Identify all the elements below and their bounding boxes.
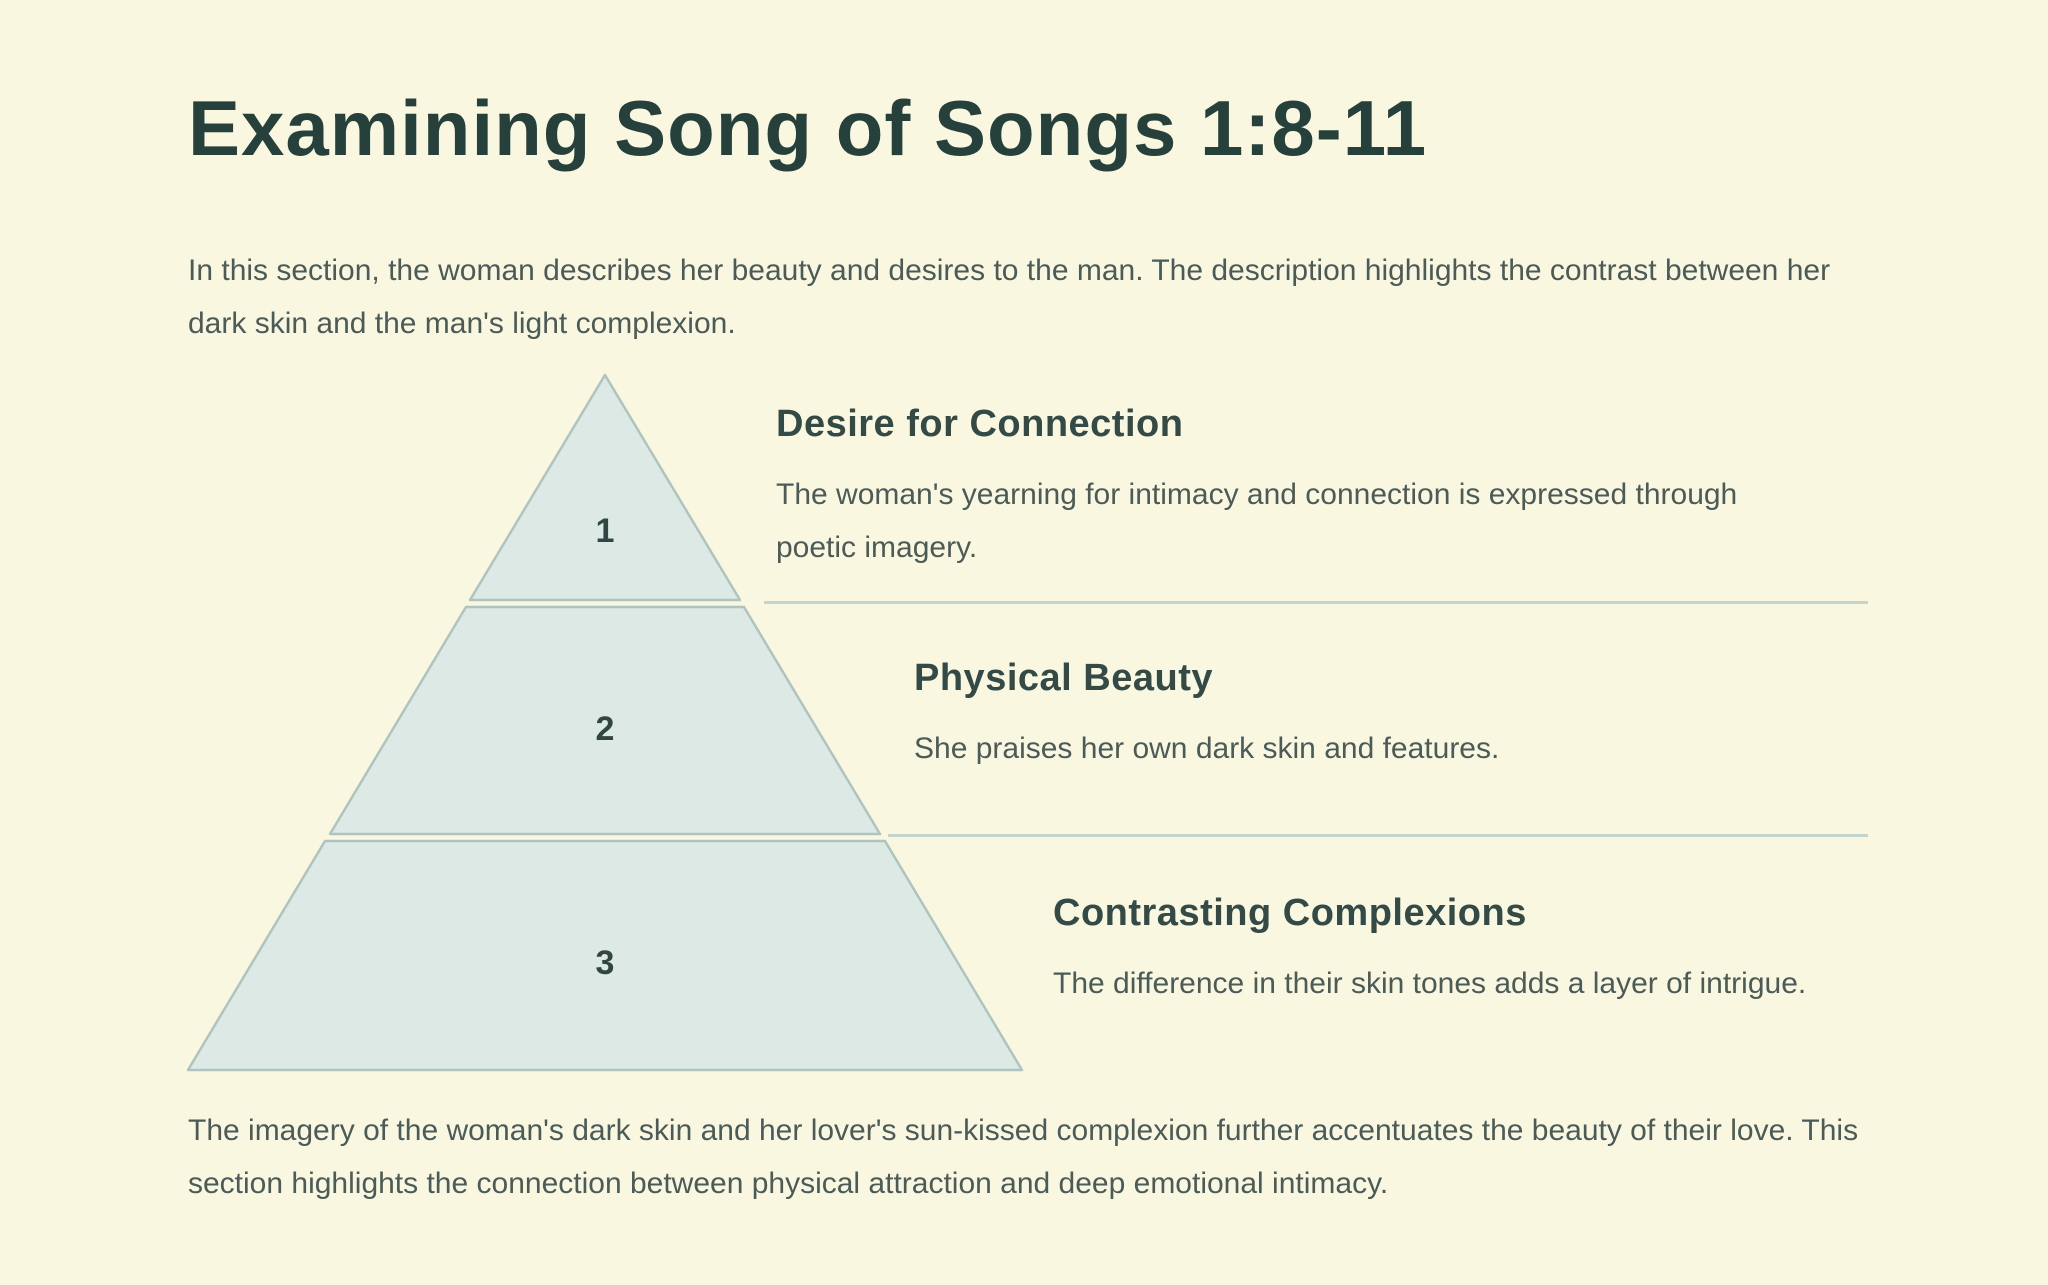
section-divider-1: [764, 601, 1868, 604]
pyramid-level-1-shape: [468, 373, 742, 602]
level-1-description: The woman's yearning for intimacy and co…: [776, 477, 1738, 564]
level-section-3: Contrasting Complexions The difference i…: [1053, 891, 2013, 1010]
page-title: Examining Song of Songs 1:8-11: [188, 84, 1428, 172]
pyramid-level-3-number: 3: [596, 944, 615, 982]
pyramid-level-2-shape: [328, 605, 882, 836]
level-3-description: The difference in their skin tones adds …: [1053, 966, 1807, 1000]
intro-paragraph: In this section, the woman describes her…: [188, 254, 1831, 340]
outro-paragraph: The imagery of the woman's dark skin and…: [188, 1114, 1859, 1200]
level-section-1: Desire for Connection The woman's yearni…: [776, 402, 1796, 574]
pyramid-level-1-number: 1: [596, 512, 615, 550]
level-2-title: Physical Beauty: [914, 657, 1213, 699]
section-divider-2: [888, 834, 1868, 837]
level-3-title: Contrasting Complexions: [1053, 892, 1527, 934]
level-2-description: She praises her own dark skin and featur…: [914, 731, 1500, 765]
level-section-2: Physical Beauty She praises her own dark…: [914, 656, 1914, 775]
pyramid-level-3-shape: [186, 839, 1024, 1072]
pyramid-level-2-number: 2: [596, 710, 615, 748]
pyramid-diagram: 1 2 3: [186, 373, 1024, 1072]
level-1-title: Desire for Connection: [776, 403, 1184, 445]
